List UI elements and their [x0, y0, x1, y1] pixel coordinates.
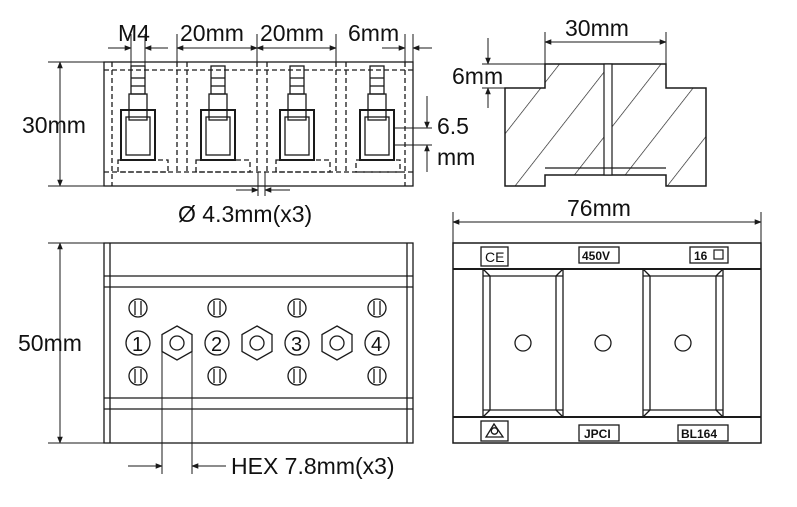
dim-window-value: 6.5: [437, 113, 469, 139]
dim-height-50: 50mm: [18, 330, 82, 356]
rating-label: 16: [694, 249, 708, 263]
voltage-label-box: [578, 246, 620, 264]
terminal-number-3: 3: [291, 334, 302, 356]
dim-height-30: 30mm: [22, 112, 86, 138]
top-terminal-1: [120, 65, 156, 161]
dim-pitch-1: 20mm: [180, 20, 244, 46]
top-view: [48, 34, 432, 196]
dim-edge: 6mm: [348, 20, 399, 46]
approval-mark-box: [480, 420, 509, 442]
dim-side-step: 6mm: [452, 63, 503, 89]
dim-hole-diameter: Ø 4.3mm(x3): [178, 201, 312, 227]
ce-mark-box: [480, 246, 509, 267]
rating-label-box: [689, 246, 729, 264]
top-terminal-3: [279, 65, 315, 161]
front-hex-nuts: [161, 325, 353, 361]
bottom-mounting-pad-1: [482, 268, 564, 418]
top-terminal-2: [200, 65, 236, 161]
square-mm-icon: [713, 249, 724, 260]
side-view-dimension-lines: [482, 32, 667, 108]
ce-mark-text: CE: [485, 249, 504, 265]
top-view-dimension-lines: [48, 34, 432, 196]
dim-window-unit: mm: [437, 144, 475, 170]
front-view-body: [103, 242, 414, 444]
terminal-number-1: 1: [132, 334, 143, 356]
bottom-view-dimension-lines: [452, 212, 762, 243]
bottom-mounting-pad-2: [642, 268, 724, 418]
model-label-box: [677, 424, 729, 442]
terminal-number-4: 4: [371, 334, 382, 356]
dim-side-width: 30mm: [565, 15, 629, 41]
side-view: [482, 32, 707, 187]
front-screws-bottom: [128, 366, 387, 386]
model-label: BL164: [681, 427, 717, 441]
top-terminal-4: [359, 65, 395, 161]
dim-pitch-2: 20mm: [260, 20, 324, 46]
front-view-dimension-lines: [48, 242, 226, 474]
terminal-number-2: 2: [211, 334, 222, 356]
voltage-label: 450V: [582, 249, 610, 263]
dim-hex: HEX 7.8mm(x3): [231, 453, 395, 479]
brand-label-box: [578, 424, 620, 442]
approval-mark-icon: [484, 422, 505, 438]
front-view: [48, 242, 414, 474]
dim-screw-size: M4: [118, 20, 150, 46]
dim-bottom-width: 76mm: [567, 195, 631, 221]
mounting-hole-1: [514, 334, 532, 352]
bottom-view: [452, 212, 762, 444]
mounting-hole-2: [594, 334, 612, 352]
front-screws-top: [128, 298, 387, 318]
brand-label: JPCI: [584, 427, 611, 441]
bottom-view-body: [452, 242, 762, 444]
mounting-hole-3: [674, 334, 692, 352]
